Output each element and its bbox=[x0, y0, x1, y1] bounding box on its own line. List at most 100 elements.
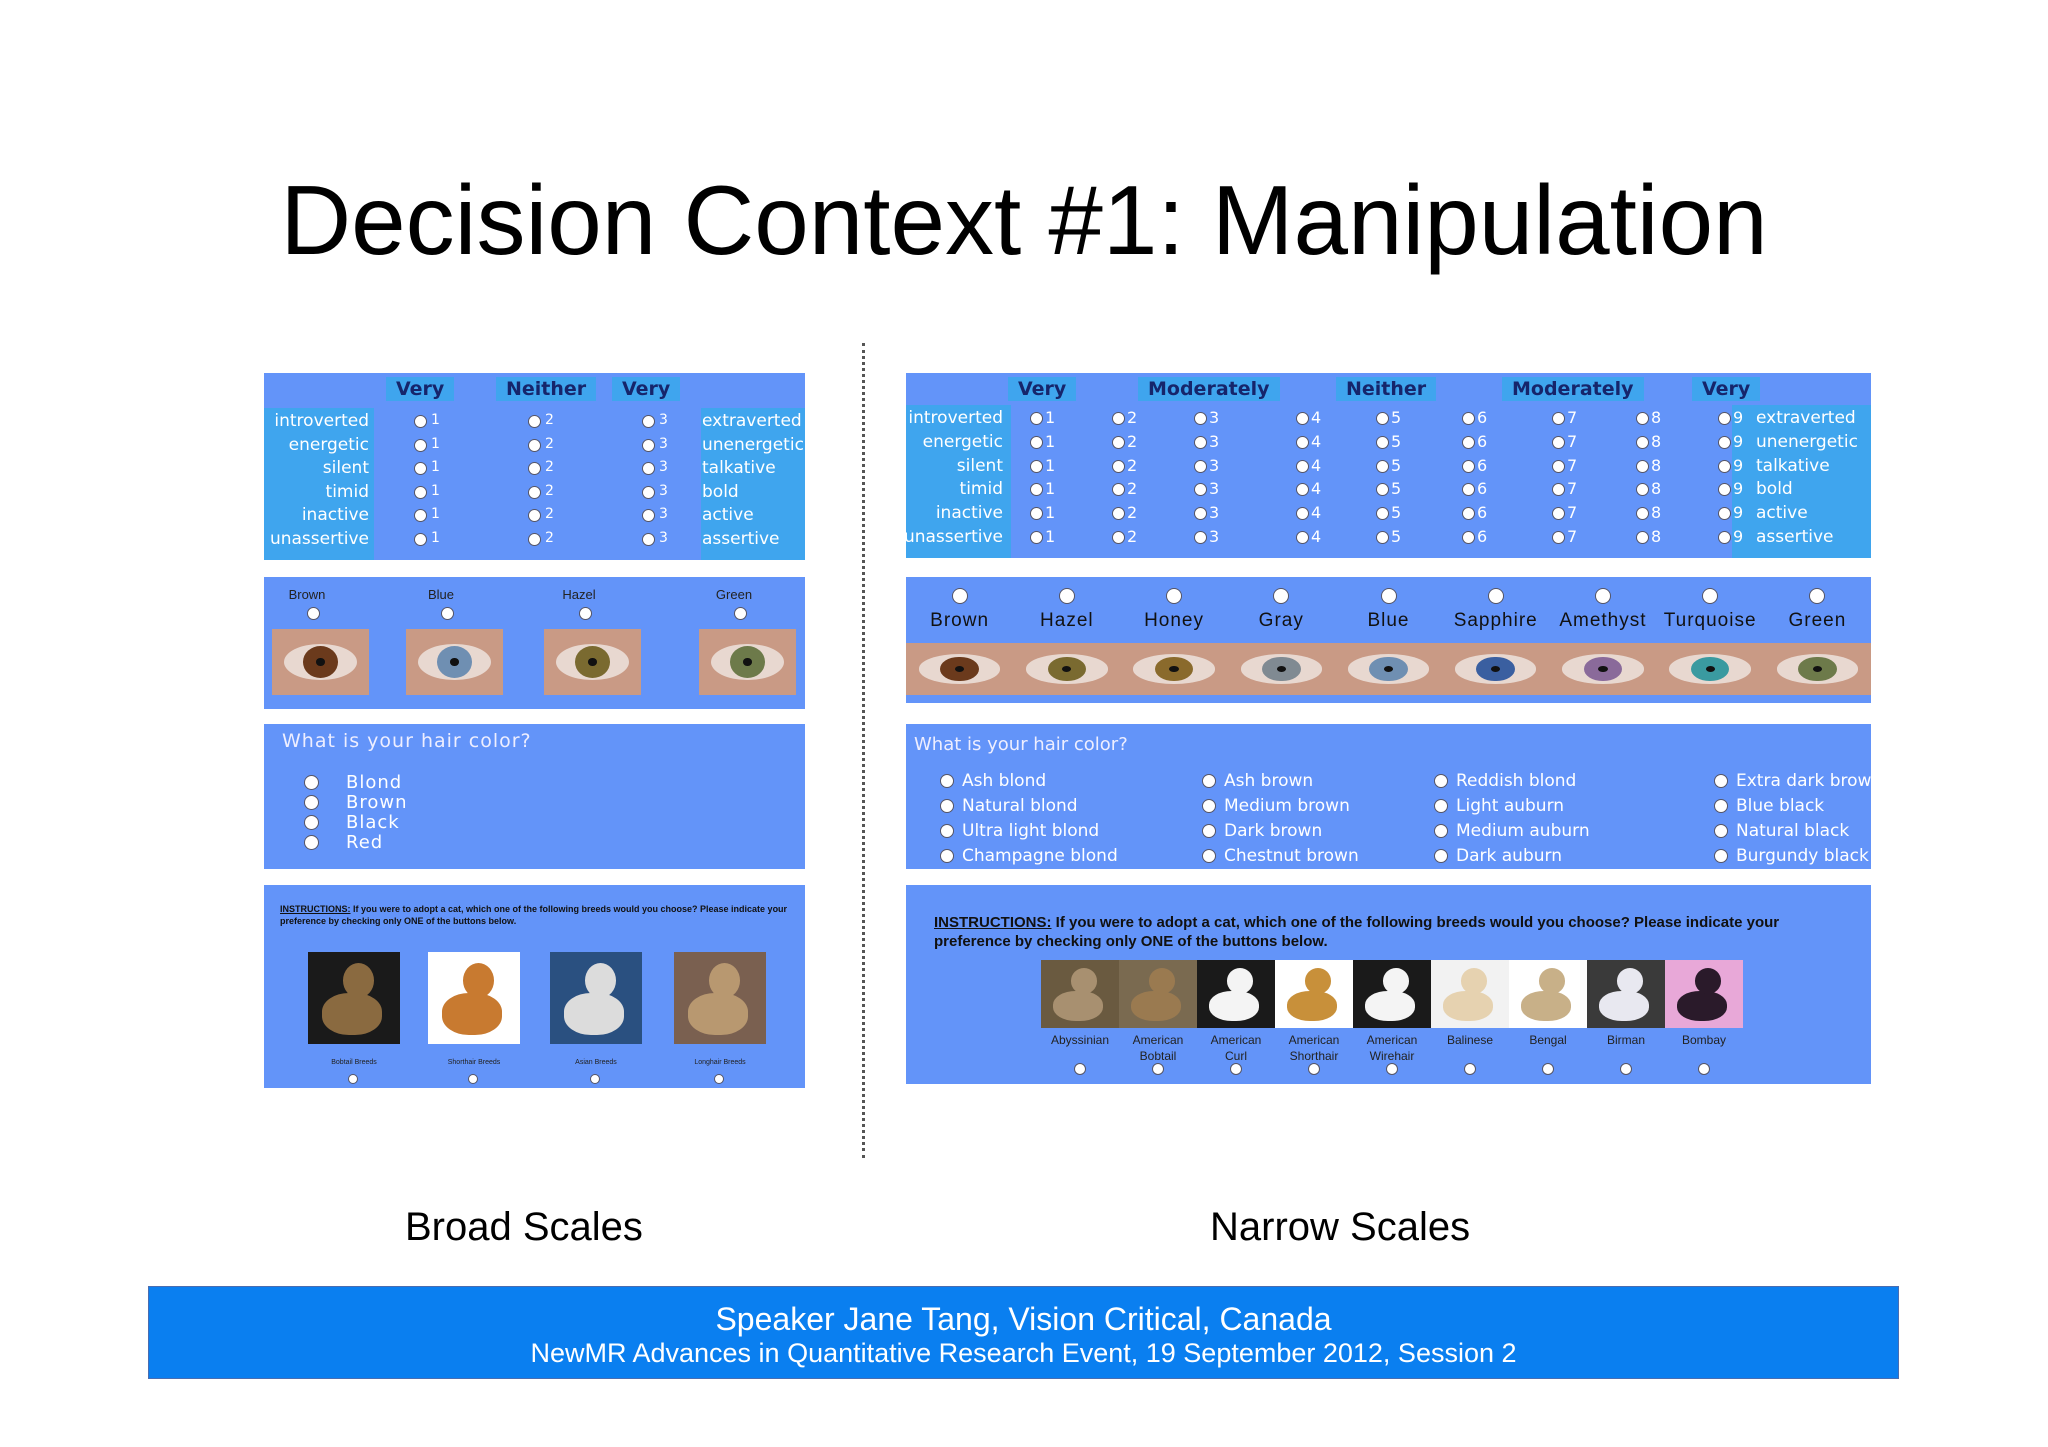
rating-radio[interactable] bbox=[1030, 531, 1043, 544]
rating-radio[interactable] bbox=[528, 462, 541, 475]
rating-radio[interactable] bbox=[1030, 435, 1043, 449]
hair-color-radio[interactable] bbox=[1714, 849, 1728, 863]
rating-radio[interactable] bbox=[1194, 507, 1207, 521]
rating-radio[interactable] bbox=[1030, 507, 1043, 521]
rating-radio[interactable] bbox=[1552, 531, 1565, 544]
rating-radio[interactable] bbox=[642, 415, 655, 428]
eye-color-radio[interactable] bbox=[1702, 588, 1719, 604]
eye-color-radio[interactable] bbox=[734, 607, 747, 620]
eye-color-radio[interactable] bbox=[1273, 588, 1290, 604]
cat-breed-radio[interactable] bbox=[1152, 1063, 1164, 1075]
rating-radio[interactable] bbox=[1552, 459, 1565, 473]
hair-color-radio[interactable] bbox=[304, 775, 319, 790]
rating-radio[interactable] bbox=[1718, 507, 1731, 521]
rating-radio[interactable] bbox=[1462, 412, 1475, 425]
rating-radio[interactable] bbox=[1296, 507, 1309, 521]
rating-radio[interactable] bbox=[414, 438, 427, 452]
rating-radio[interactable] bbox=[642, 462, 655, 475]
rating-radio[interactable] bbox=[1636, 412, 1649, 425]
cat-breed-radio[interactable] bbox=[590, 1074, 600, 1084]
hair-color-radio[interactable] bbox=[1202, 824, 1216, 838]
hair-color-radio[interactable] bbox=[304, 835, 319, 850]
hair-color-radio[interactable] bbox=[304, 815, 319, 830]
rating-radio[interactable] bbox=[528, 532, 541, 546]
hair-color-radio[interactable] bbox=[1434, 774, 1448, 788]
eye-color-radio[interactable] bbox=[951, 588, 968, 604]
rating-radio[interactable] bbox=[528, 415, 541, 428]
rating-radio[interactable] bbox=[1718, 531, 1731, 544]
rating-radio[interactable] bbox=[1718, 459, 1731, 473]
rating-radio[interactable] bbox=[414, 485, 427, 499]
rating-radio[interactable] bbox=[1194, 483, 1207, 497]
rating-radio[interactable] bbox=[1112, 507, 1125, 521]
eye-color-radio[interactable] bbox=[1594, 588, 1611, 604]
hair-color-radio[interactable] bbox=[940, 774, 954, 788]
rating-radio[interactable] bbox=[528, 485, 541, 499]
rating-radio[interactable] bbox=[1194, 412, 1207, 425]
rating-radio[interactable] bbox=[1636, 483, 1649, 497]
hair-color-radio[interactable] bbox=[1434, 824, 1448, 838]
hair-color-radio[interactable] bbox=[940, 799, 954, 813]
cat-breed-radio[interactable] bbox=[1620, 1063, 1632, 1075]
cat-breed-radio[interactable] bbox=[714, 1074, 724, 1084]
rating-radio[interactable] bbox=[1376, 412, 1389, 425]
rating-radio[interactable] bbox=[1718, 483, 1731, 497]
rating-radio[interactable] bbox=[1296, 483, 1309, 497]
rating-radio[interactable] bbox=[414, 532, 427, 546]
rating-radio[interactable] bbox=[414, 509, 427, 522]
rating-radio[interactable] bbox=[1636, 459, 1649, 473]
rating-radio[interactable] bbox=[1112, 459, 1125, 473]
rating-radio[interactable] bbox=[1462, 435, 1475, 449]
rating-radio[interactable] bbox=[1112, 483, 1125, 497]
rating-radio[interactable] bbox=[1376, 483, 1389, 497]
rating-radio[interactable] bbox=[1636, 531, 1649, 544]
cat-breed-radio[interactable] bbox=[348, 1074, 358, 1084]
rating-radio[interactable] bbox=[1112, 531, 1125, 544]
rating-radio[interactable] bbox=[1718, 435, 1731, 449]
eye-color-radio[interactable] bbox=[1380, 588, 1397, 604]
hair-color-radio[interactable] bbox=[1202, 849, 1216, 863]
rating-radio[interactable] bbox=[1376, 507, 1389, 521]
rating-radio[interactable] bbox=[642, 438, 655, 452]
rating-radio[interactable] bbox=[1194, 531, 1207, 544]
eye-color-radio[interactable] bbox=[1809, 588, 1826, 604]
rating-radio[interactable] bbox=[1296, 412, 1309, 425]
eye-color-radio[interactable] bbox=[307, 607, 320, 620]
rating-radio[interactable] bbox=[1194, 435, 1207, 449]
rating-radio[interactable] bbox=[1552, 507, 1565, 521]
rating-radio[interactable] bbox=[1030, 483, 1043, 497]
rating-radio[interactable] bbox=[1376, 459, 1389, 473]
hair-color-radio[interactable] bbox=[1714, 799, 1728, 813]
rating-radio[interactable] bbox=[1194, 459, 1207, 473]
rating-radio[interactable] bbox=[414, 462, 427, 475]
cat-breed-radio[interactable] bbox=[1074, 1063, 1086, 1075]
cat-breed-radio[interactable] bbox=[1230, 1063, 1242, 1075]
cat-breed-radio[interactable] bbox=[1308, 1063, 1320, 1075]
hair-color-radio[interactable] bbox=[304, 795, 319, 810]
hair-color-radio[interactable] bbox=[940, 824, 954, 838]
rating-radio[interactable] bbox=[414, 415, 427, 428]
hair-color-radio[interactable] bbox=[1202, 799, 1216, 813]
eye-color-radio[interactable] bbox=[1166, 588, 1183, 604]
rating-radio[interactable] bbox=[1462, 531, 1475, 544]
rating-radio[interactable] bbox=[1462, 459, 1475, 473]
cat-breed-radio[interactable] bbox=[1464, 1063, 1476, 1075]
rating-radio[interactable] bbox=[1112, 435, 1125, 449]
rating-radio[interactable] bbox=[642, 532, 655, 546]
cat-breed-radio[interactable] bbox=[1542, 1063, 1554, 1075]
hair-color-radio[interactable] bbox=[1434, 799, 1448, 813]
eye-color-radio[interactable] bbox=[1487, 588, 1504, 604]
rating-radio[interactable] bbox=[1552, 483, 1565, 497]
rating-radio[interactable] bbox=[1376, 531, 1389, 544]
rating-radio[interactable] bbox=[1552, 435, 1565, 449]
rating-radio[interactable] bbox=[1296, 531, 1309, 544]
rating-radio[interactable] bbox=[1296, 435, 1309, 449]
rating-radio[interactable] bbox=[528, 509, 541, 522]
hair-color-radio[interactable] bbox=[1714, 824, 1728, 838]
rating-radio[interactable] bbox=[1376, 435, 1389, 449]
rating-radio[interactable] bbox=[1030, 412, 1043, 425]
hair-color-radio[interactable] bbox=[1202, 774, 1216, 788]
rating-radio[interactable] bbox=[528, 438, 541, 452]
rating-radio[interactable] bbox=[1636, 507, 1649, 521]
rating-radio[interactable] bbox=[1112, 412, 1125, 425]
